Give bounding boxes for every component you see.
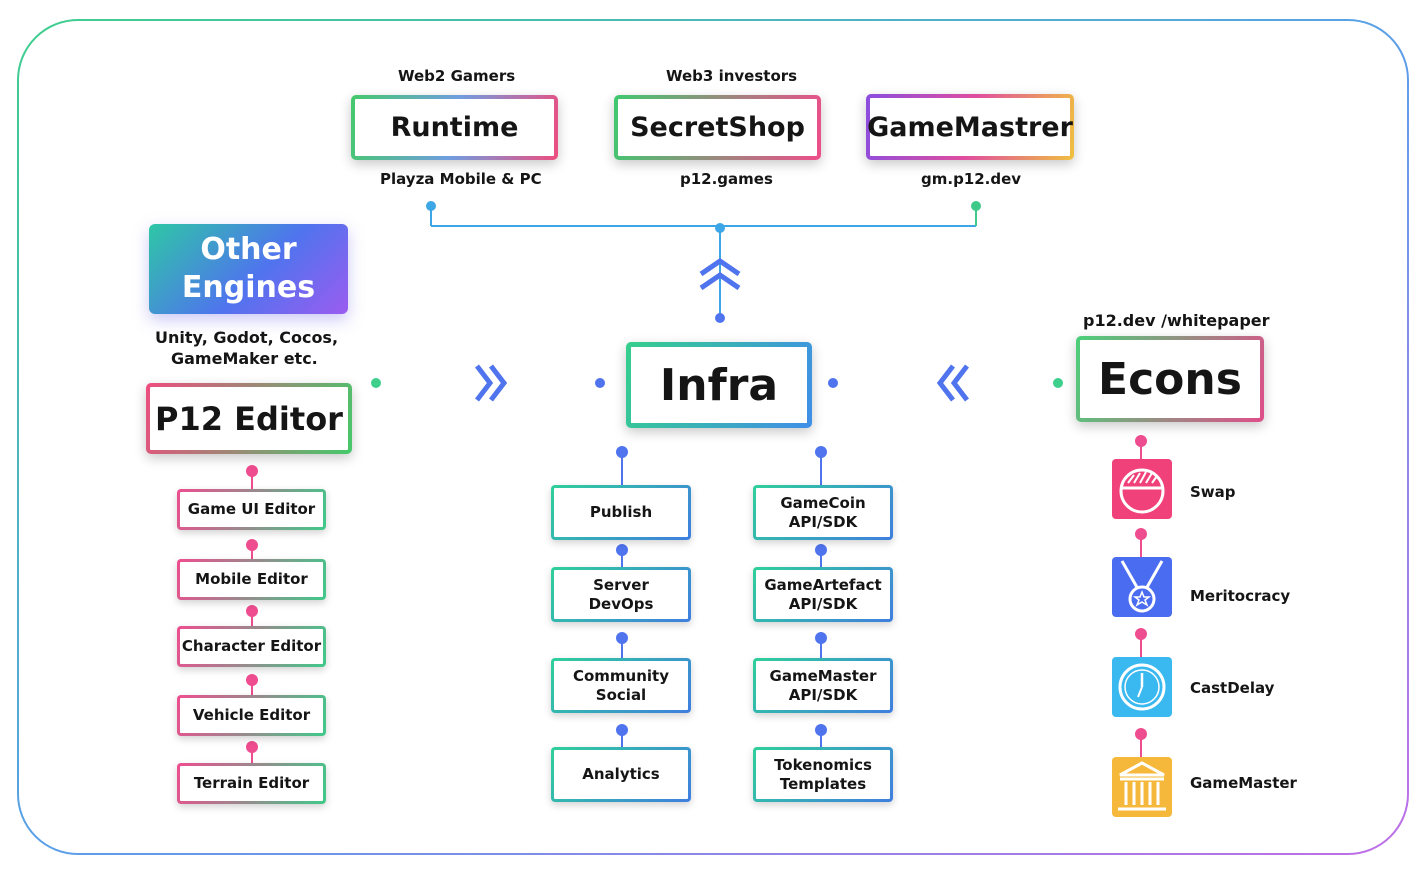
infra-right-item-line1: Tokenomics	[774, 755, 872, 774]
econs-item-meritocracy: Meritocracy	[1190, 587, 1291, 605]
econs-chain	[1135, 435, 1147, 757]
editor-chain	[246, 465, 258, 764]
medal-icon	[1112, 557, 1172, 617]
gamemastrer-node: GameMastrer	[866, 94, 1074, 160]
infra-right-item: GameCoin API/SDK	[753, 485, 893, 540]
other-engines-line1: Other	[200, 232, 297, 267]
secretshop-audience: Web3 investors	[666, 67, 798, 85]
left-connector	[371, 364, 605, 402]
econs-item-castdelay: CastDelay	[1190, 679, 1275, 697]
editor-item-mobile: Mobile Editor	[177, 559, 326, 600]
outer-frame	[17, 19, 1409, 855]
infra-right-item: GameArtefact API/SDK	[753, 567, 893, 622]
infra-right-item: GameMaster API/SDK	[753, 658, 893, 713]
infra-left-item: Community Social	[551, 658, 691, 713]
other-engines-badge: Other Engines	[149, 224, 348, 314]
editor-item-character: Character Editor	[177, 626, 326, 667]
secretshop-node: SecretShop	[614, 95, 821, 160]
infra-right-item: Tokenomics Templates	[753, 747, 893, 802]
infra-right-item-line2: Templates	[779, 774, 867, 793]
left-chevron-icon	[936, 364, 969, 402]
p12-editor-node: P12 Editor	[146, 383, 352, 454]
right-chevron-icon	[475, 364, 508, 402]
infra-right-item-line1: GameArtefact	[764, 575, 882, 594]
infra-right-item-line1: GameMaster	[769, 666, 877, 685]
runtime-platform: Playza Mobile & PC	[380, 170, 542, 188]
secretshop-url: p12.games	[680, 170, 773, 188]
infra-left-item-line1: Community	[572, 666, 670, 685]
other-engines-line2: Engines	[181, 270, 316, 305]
infra-left-item-line2: Social	[595, 685, 647, 704]
clock-icon	[1112, 657, 1172, 717]
runtime-node: Runtime	[351, 95, 558, 160]
econs-node: Econs	[1076, 336, 1264, 422]
infra-right-item-line2: API/SDK	[788, 685, 858, 704]
up-chevron-icon	[699, 257, 741, 291]
econs-link: p12.dev /whitepaper	[1083, 311, 1270, 330]
engines-caption-line1: Unity, Godot, Cocos,	[155, 328, 339, 347]
editor-item-game-ui: Game UI Editor	[177, 489, 326, 530]
infra-left-item-line1: Publish	[589, 503, 653, 521]
infra-left-item-line2: DevOps	[588, 594, 654, 613]
infra-node: Infra	[626, 342, 812, 428]
runtime-audience: Web2 Gamers	[398, 67, 516, 85]
gamemastrer-url: gm.p12.dev	[921, 170, 1022, 188]
infra-left-item: Server DevOps	[551, 567, 691, 622]
infra-right-chain	[815, 446, 827, 748]
infra-left-item: Analytics	[551, 747, 691, 802]
infra-left-item-line1: Server	[593, 575, 649, 594]
right-connector	[828, 364, 1063, 402]
top-connector	[426, 201, 981, 323]
infra-left-item-line1: Analytics	[582, 765, 660, 783]
engines-caption-line2: GameMaker etc.	[171, 349, 318, 368]
editor-item-terrain: Terrain Editor	[177, 763, 326, 804]
bank-icon	[1112, 757, 1172, 817]
editor-item-vehicle: Vehicle Editor	[177, 695, 326, 736]
infra-right-item-line2: API/SDK	[788, 594, 858, 613]
infra-right-item-line2: API/SDK	[788, 512, 858, 531]
econs-item-swap: Swap	[1190, 483, 1236, 501]
infra-right-item-line1: GameCoin	[780, 493, 866, 512]
swap-icon	[1112, 459, 1172, 519]
econs-item-gamemaster: GameMaster	[1190, 774, 1297, 792]
infra-left-item: Publish	[551, 485, 691, 540]
infra-left-chain	[616, 446, 628, 748]
